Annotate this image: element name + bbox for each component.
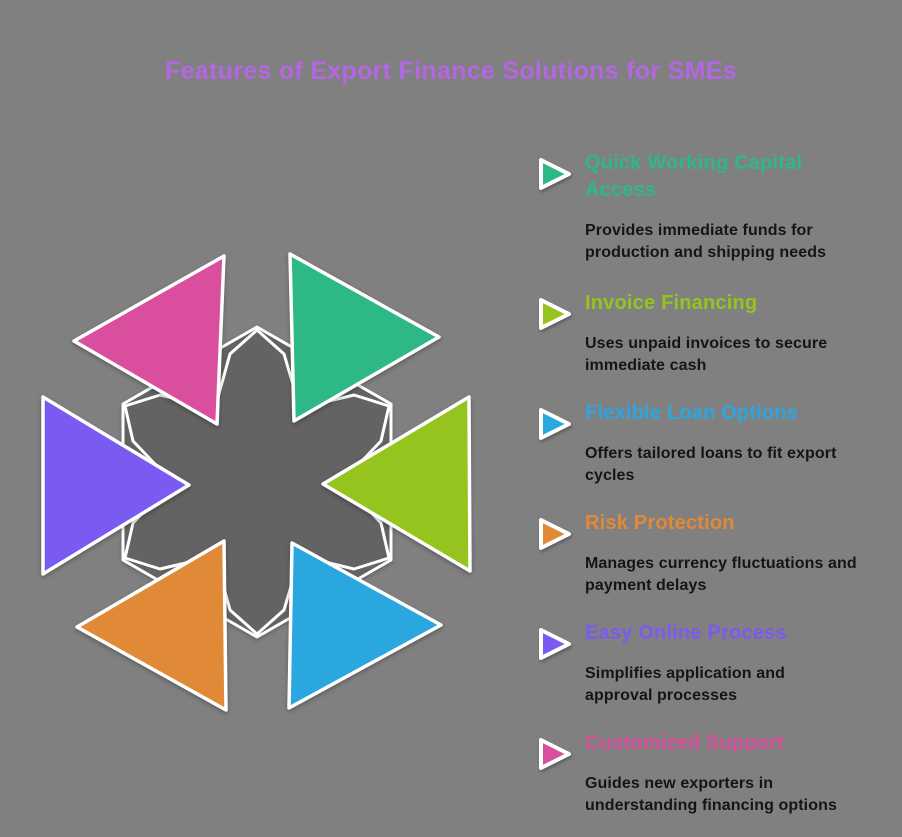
triangle-right-icon: [539, 518, 571, 550]
diagram-triangle-easy-online-process: [41, 395, 191, 576]
diagram-triangle-customized-support: [72, 254, 226, 426]
feature-item-quick-working-capital: Quick Working Capital Access Provides im…: [538, 150, 890, 264]
feature-item-customized-support: Customized Support Guides new exporters …: [538, 730, 890, 817]
feature-title: Quick Working Capital Access: [585, 152, 803, 201]
feature-item-risk-protection: Risk Protection Manages currency fluctua…: [538, 510, 890, 597]
diagram-triangle-risk-protection: [75, 539, 228, 712]
feature-title: Risk Protection: [585, 512, 735, 534]
feature-item-easy-online-process: Easy Online Process Simplifies applicati…: [538, 620, 890, 707]
feature-title: Customized Support: [585, 732, 785, 754]
feature-title: Flexible Loan Options: [585, 402, 799, 424]
triangle-right-icon: [539, 408, 571, 440]
feature-title: Invoice Financing: [585, 292, 758, 314]
feature-item-invoice-financing: Invoice Financing Uses unpaid invoices t…: [538, 290, 890, 377]
feature-description: Simplifies application and approval proc…: [585, 665, 785, 704]
feature-title: Easy Online Process: [585, 622, 787, 644]
page-title: Features of Export Finance Solutions for…: [165, 57, 737, 85]
diagram-triangle-quick-working-capital: [288, 252, 441, 423]
feature-description: Provides immediate funds for production …: [585, 222, 827, 261]
feature-description: Offers tailored loans to fit export cycl…: [585, 445, 837, 484]
triangle-right-icon: [539, 298, 571, 330]
triangle-right-icon: [539, 738, 571, 770]
diagram-triangle-flexible-loan-options: [287, 541, 443, 710]
feature-item-flexible-loan-options: Flexible Loan Options Offers tailored lo…: [538, 400, 890, 487]
triangle-right-icon: [539, 158, 571, 190]
feature-description: Manages currency fluctuations and paymen…: [585, 555, 857, 594]
feature-description: Uses unpaid invoices to secure immediate…: [585, 335, 828, 374]
diagram-triangle-invoice-financing: [321, 395, 472, 573]
feature-description: Guides new exporters in understanding fi…: [585, 775, 837, 814]
triangle-right-icon: [539, 628, 571, 660]
